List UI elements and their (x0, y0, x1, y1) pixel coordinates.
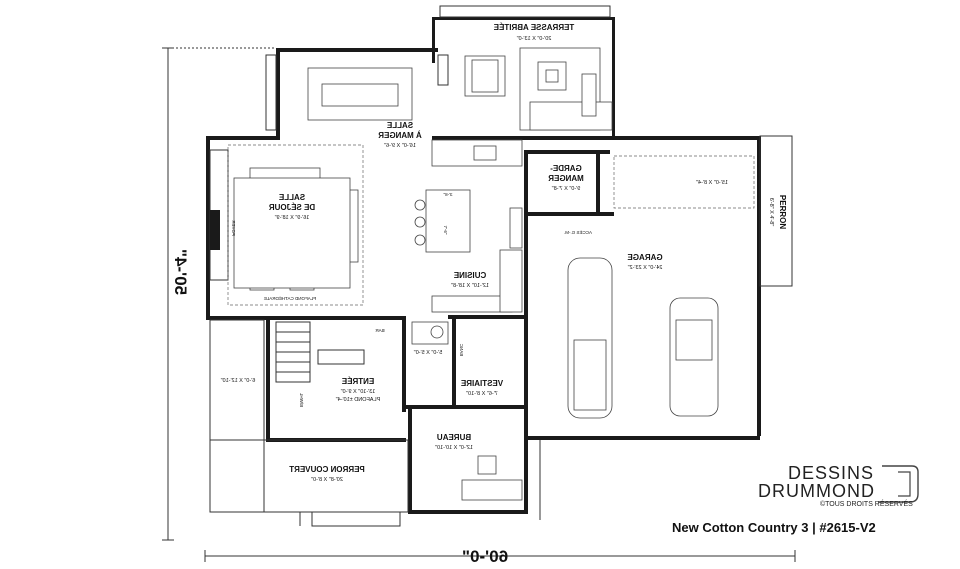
dining-dims: 16'-0" X 9'-6" (384, 143, 416, 149)
pantry-access-label: ACCÈS G.-M. (564, 229, 592, 235)
office-name: BUREAU (437, 433, 471, 442)
entry-name: ENTRÉE (341, 377, 374, 386)
stairs (275, 321, 523, 501)
pantry-name-2: MANGER (548, 174, 584, 183)
living-dims: 16'-9" X 18'-9" (275, 215, 310, 221)
pantry-name-1: GARDE- (550, 164, 582, 173)
mudroom-dims: 7'-6" X 8'-10" (466, 391, 498, 397)
garage-porch-dims: 6'-8" X 4'-8" (768, 198, 774, 227)
living-name-2: DE SÉJOUR (269, 203, 315, 212)
room-labels: TERRASSE ABRITÉE 20'-0" X 13'-0" SALLE À… (221, 23, 787, 483)
covered-terrace (432, 5, 615, 137)
overall-depth: 50'-4" (171, 249, 190, 295)
cathedral-ceiling-label: PLAFOND CATHÉDRALE (264, 295, 316, 301)
garage-storage-dims: 15'-0" X 8'-4" (696, 180, 728, 186)
garage-vehicles (539, 155, 755, 520)
bench-label: BANC (459, 343, 464, 356)
porch-dims: 20'-8" X 8'-0" (311, 477, 343, 483)
mudroom-name: VESTIAIRE (460, 379, 503, 388)
kitchen-dim-a: 3'-8" (443, 192, 452, 197)
kitchen-dims: 12'-10" X 18'-8" (451, 283, 489, 289)
kitchen-dim-b: 7'-6" (443, 226, 448, 235)
overall-width: 60'-0" (462, 547, 508, 566)
plan-caption: New Cotton Country 3 | #2615-V2 (672, 520, 876, 535)
porch-name: PERRON COUVERT (289, 465, 365, 474)
dimension-lines (162, 47, 796, 562)
fireplace-label: FOYER (231, 220, 236, 236)
dining-name-1: SALLE (386, 121, 413, 130)
garage-name: GARAGE (627, 253, 663, 262)
dining-room (265, 48, 449, 138)
brand-logo-mark (878, 465, 919, 503)
brand-line-2: DRUMMOND (758, 481, 875, 501)
entry-note: PLAFOND ±10'-4" (336, 397, 381, 403)
terrace-dims: 20'-0" X 13'-0" (517, 36, 552, 42)
walls (206, 135, 793, 514)
garage-dims: 24'-0" X 23'-2" (628, 265, 663, 271)
kitchen-name: CUISINE (453, 271, 486, 280)
brand-rights: ©TOUS DROITS RÉSERVÉS (820, 501, 913, 508)
living-name-1: SALLE (278, 193, 305, 202)
kitchen-furniture (414, 139, 523, 313)
brand-line-1: DESSINS (788, 463, 875, 483)
dining-name-2: À MANGER (378, 131, 422, 140)
terrace-name: TERRASSE ABRITÉE (493, 23, 574, 32)
office-dims: 12'-0" X 10'-10" (435, 445, 473, 451)
garage-porch-name: PERRON (778, 195, 787, 229)
living-room-furniture (227, 144, 364, 306)
porch-side-dims: 6'-0" X 12'-10" (221, 378, 256, 384)
entry-dims: 13'-10" X 9'-0" (341, 389, 376, 395)
bar-label: BAR (375, 328, 385, 333)
brand-block: DESSINS DRUMMOND ©TOUS DROITS RÉSERVÉS (758, 464, 928, 508)
powder-dims: 5'-0" X 5'-0" (414, 350, 443, 356)
pantry-dims: 9'-0" X 7'-8" (552, 186, 581, 192)
front-porch (209, 319, 409, 527)
bwhl-label: B/WHL (299, 392, 304, 407)
